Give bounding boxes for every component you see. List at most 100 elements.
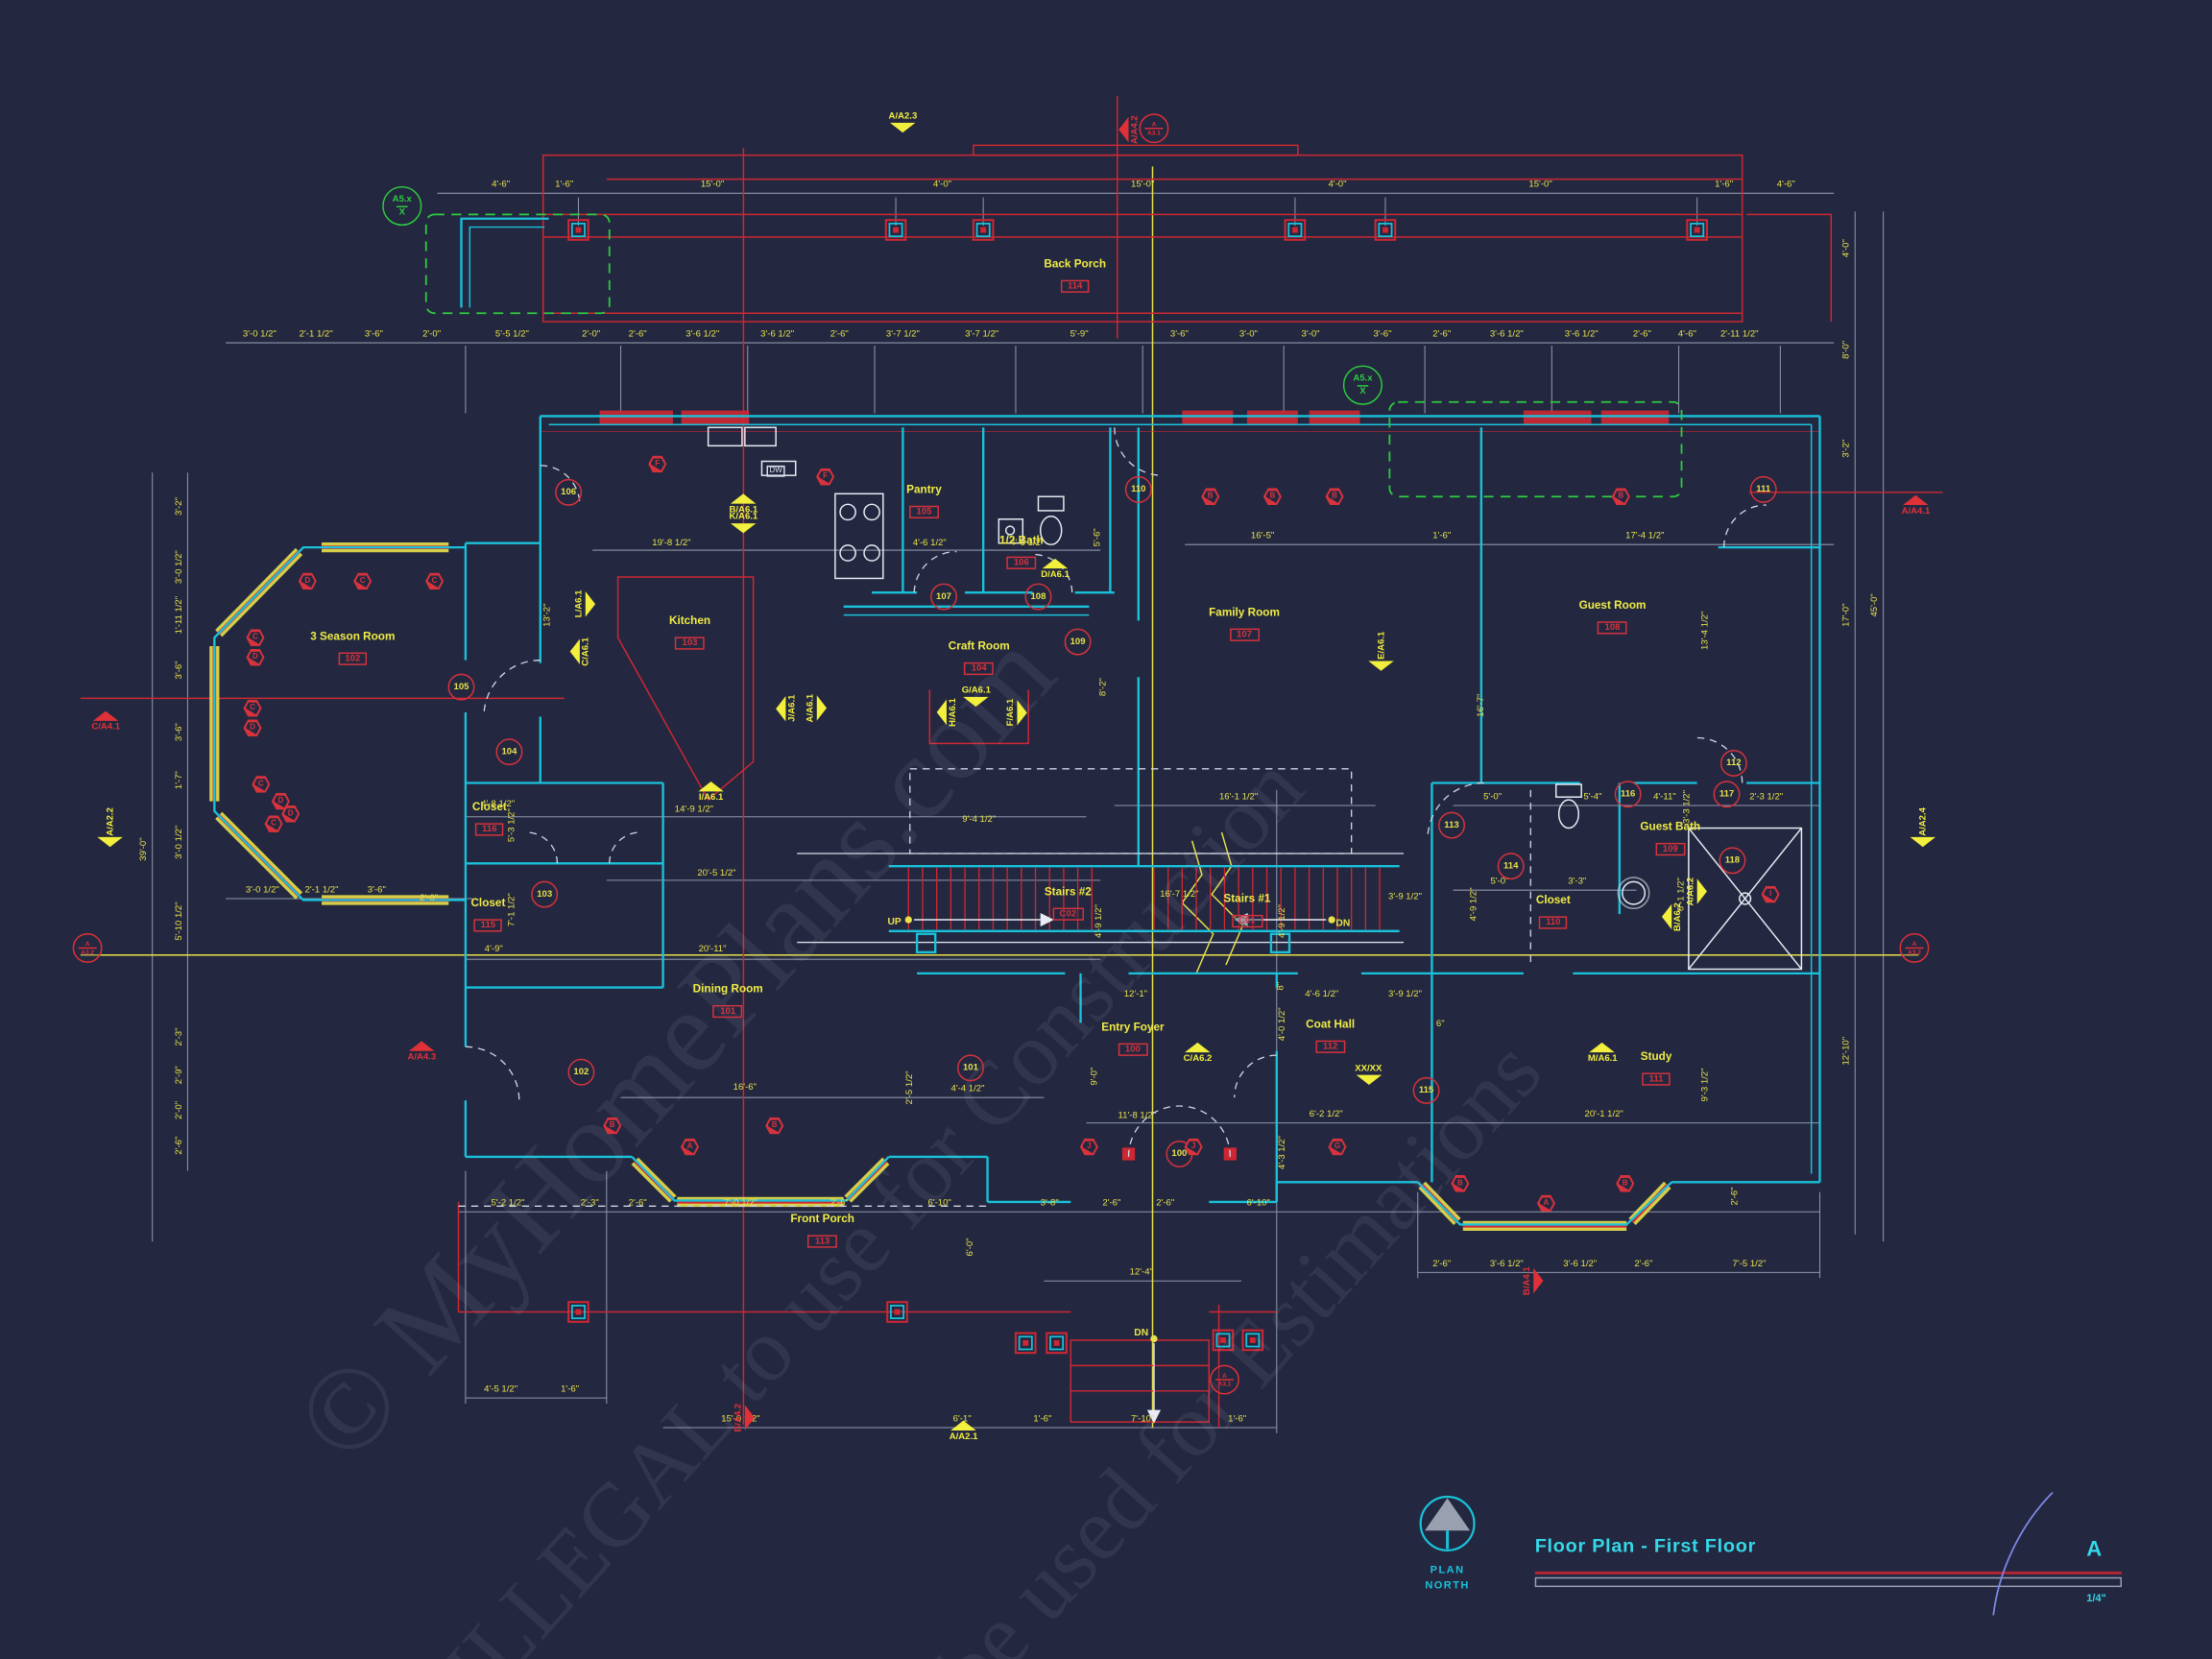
dimension-label: 1'-6" xyxy=(1033,1414,1052,1425)
room-name: Closet xyxy=(1535,893,1571,907)
window-tag-c: C xyxy=(425,572,445,590)
dimension-label: 15'-0 1/2" xyxy=(721,1414,760,1425)
elevation-marker-g-a6-1: G/A6.1 xyxy=(962,685,991,710)
dimension-label: 3'-6" xyxy=(174,661,184,680)
marker-label: C/A6.1 xyxy=(581,637,591,666)
dimension-label: 4'-9" xyxy=(484,944,503,955)
window-tag-j: J xyxy=(1079,1138,1098,1156)
dimension-label: 3'-6 1/2" xyxy=(1563,1259,1598,1269)
door-tag-105: 105 xyxy=(447,673,475,701)
dimension-label: 3'-9 1/2" xyxy=(1388,892,1422,902)
marker-label: L/A6.1 xyxy=(574,589,585,618)
dimension-label: 2'-3" xyxy=(174,1027,184,1046)
room-number-tag: 114 xyxy=(1060,279,1090,293)
marker-arrow-icon xyxy=(1115,116,1129,143)
door-tag-104: 104 xyxy=(495,738,523,766)
marker-label: D/A6.1 xyxy=(1041,569,1070,580)
dimension-label: 2'-6" xyxy=(1156,1198,1175,1209)
room-number-tag: 113 xyxy=(807,1235,837,1248)
door-tag-118: 118 xyxy=(1719,847,1746,875)
room-name: 1/2 Bath xyxy=(998,534,1044,547)
dimension-label: 4'-11" xyxy=(1653,792,1676,803)
marker-label: H/A6.1 xyxy=(948,698,958,727)
dimension-label: 2'-6" xyxy=(830,1198,849,1209)
section-marker-b-a4-1: B/A4.1 xyxy=(1522,1266,1547,1295)
dimension-label: 2'-6" xyxy=(174,1136,184,1155)
dimension-label: 16'-5" xyxy=(1250,531,1275,541)
elevation-marker-d-a6-1: D/A6.1 xyxy=(1041,554,1070,580)
dimension-label: 3'-2" xyxy=(174,496,184,517)
marker-label: E/A6.1 xyxy=(1376,631,1386,660)
door-tag-103: 103 xyxy=(531,880,559,908)
marker-arrow-icon xyxy=(950,1416,976,1431)
dimension-label: 4'-9 1/2" xyxy=(1094,904,1104,938)
room-name: Stairs #1 xyxy=(1223,892,1271,905)
north-label-top: PLAN xyxy=(1430,1563,1465,1576)
dimension-label: 3'-6" xyxy=(174,723,184,742)
dimension-label: 9'-4 1/2" xyxy=(962,814,997,825)
marker-arrow-icon xyxy=(1903,491,1929,506)
dimension-label: 5'-2 1/2" xyxy=(491,1198,525,1209)
elevation-marker-a-a6-1: A/A6.1 xyxy=(805,694,830,722)
dimension-label: 3'-0 1/2" xyxy=(245,885,279,896)
door-tag-115: 115 xyxy=(1412,1076,1440,1104)
window-tag-a: A xyxy=(680,1138,700,1156)
door-tag-112: 112 xyxy=(1719,749,1747,777)
marker-label: G/A6.1 xyxy=(961,685,991,696)
dimension-label: 39'-0" xyxy=(138,837,150,861)
fixtures xyxy=(707,426,1803,1424)
porch-columns xyxy=(567,219,1708,1355)
dimension-label: 3'-6 1/2" xyxy=(685,329,720,340)
marker-arrow-icon xyxy=(1696,878,1712,904)
elevation-marker-j-a6-1: J/A6.1 xyxy=(772,695,797,722)
dimension-label: 3'-0 1/2" xyxy=(242,329,276,340)
room-number-tag: 115 xyxy=(473,919,503,932)
annotation-up: UP xyxy=(887,917,902,928)
marker-arrow-icon xyxy=(409,1037,435,1051)
room-name: Guest Room xyxy=(1578,598,1647,612)
elevation-marker-a-a2-2: A/A2.2 xyxy=(97,807,123,852)
dimension-label: 2'-9" xyxy=(174,1066,184,1085)
dimension-label: 1'-6" xyxy=(555,180,574,190)
dimension-label: 3'-6" xyxy=(364,329,383,340)
dimension-label: 3'-3" xyxy=(1568,877,1587,887)
dimension-label: 4'-9 1/2" xyxy=(1277,904,1287,938)
dimension-label: 7'-10" xyxy=(1131,1414,1155,1425)
title-rule-bar xyxy=(1534,1576,2122,1588)
dimension-label: 16'-1 1/2" xyxy=(1218,792,1259,803)
room-number-tag: 102 xyxy=(338,652,368,665)
dimension-label: 9'-3 1/2" xyxy=(1700,1068,1711,1102)
dimension-label: 8'-0" xyxy=(1841,340,1852,359)
dimension-label: 3'-6 1/2" xyxy=(1489,1259,1524,1269)
dimension-label: 4'-3 1/2" xyxy=(1277,1136,1287,1169)
door-tag-109: 109 xyxy=(1064,628,1092,656)
marker-arrow-icon xyxy=(1017,699,1031,726)
dimension-label: 3'-0" xyxy=(1301,329,1320,340)
door-tag-117: 117 xyxy=(1713,781,1741,808)
dimension-label: 2'-6" xyxy=(1632,329,1651,340)
dimension-label: 15'-0" xyxy=(1528,180,1552,190)
room-name: Dining Room xyxy=(692,982,763,996)
elevation-marker-l-a6-1: L/A6.1 xyxy=(574,589,600,618)
marker-arrow-icon xyxy=(585,590,600,617)
marker-arrow-icon xyxy=(963,696,990,711)
marker-arrow-icon xyxy=(698,778,724,792)
dimension-label: 13'-4 1/2" xyxy=(1700,611,1711,650)
dimension-label: 12'-10" xyxy=(1841,1036,1852,1066)
room-name: Guest Bath xyxy=(1640,820,1701,833)
door-tag-108: 108 xyxy=(1024,583,1052,611)
room-name: Family Room xyxy=(1209,606,1280,619)
marker-arrow-icon xyxy=(1368,661,1394,675)
sheet-letter: A xyxy=(2086,1537,2103,1562)
